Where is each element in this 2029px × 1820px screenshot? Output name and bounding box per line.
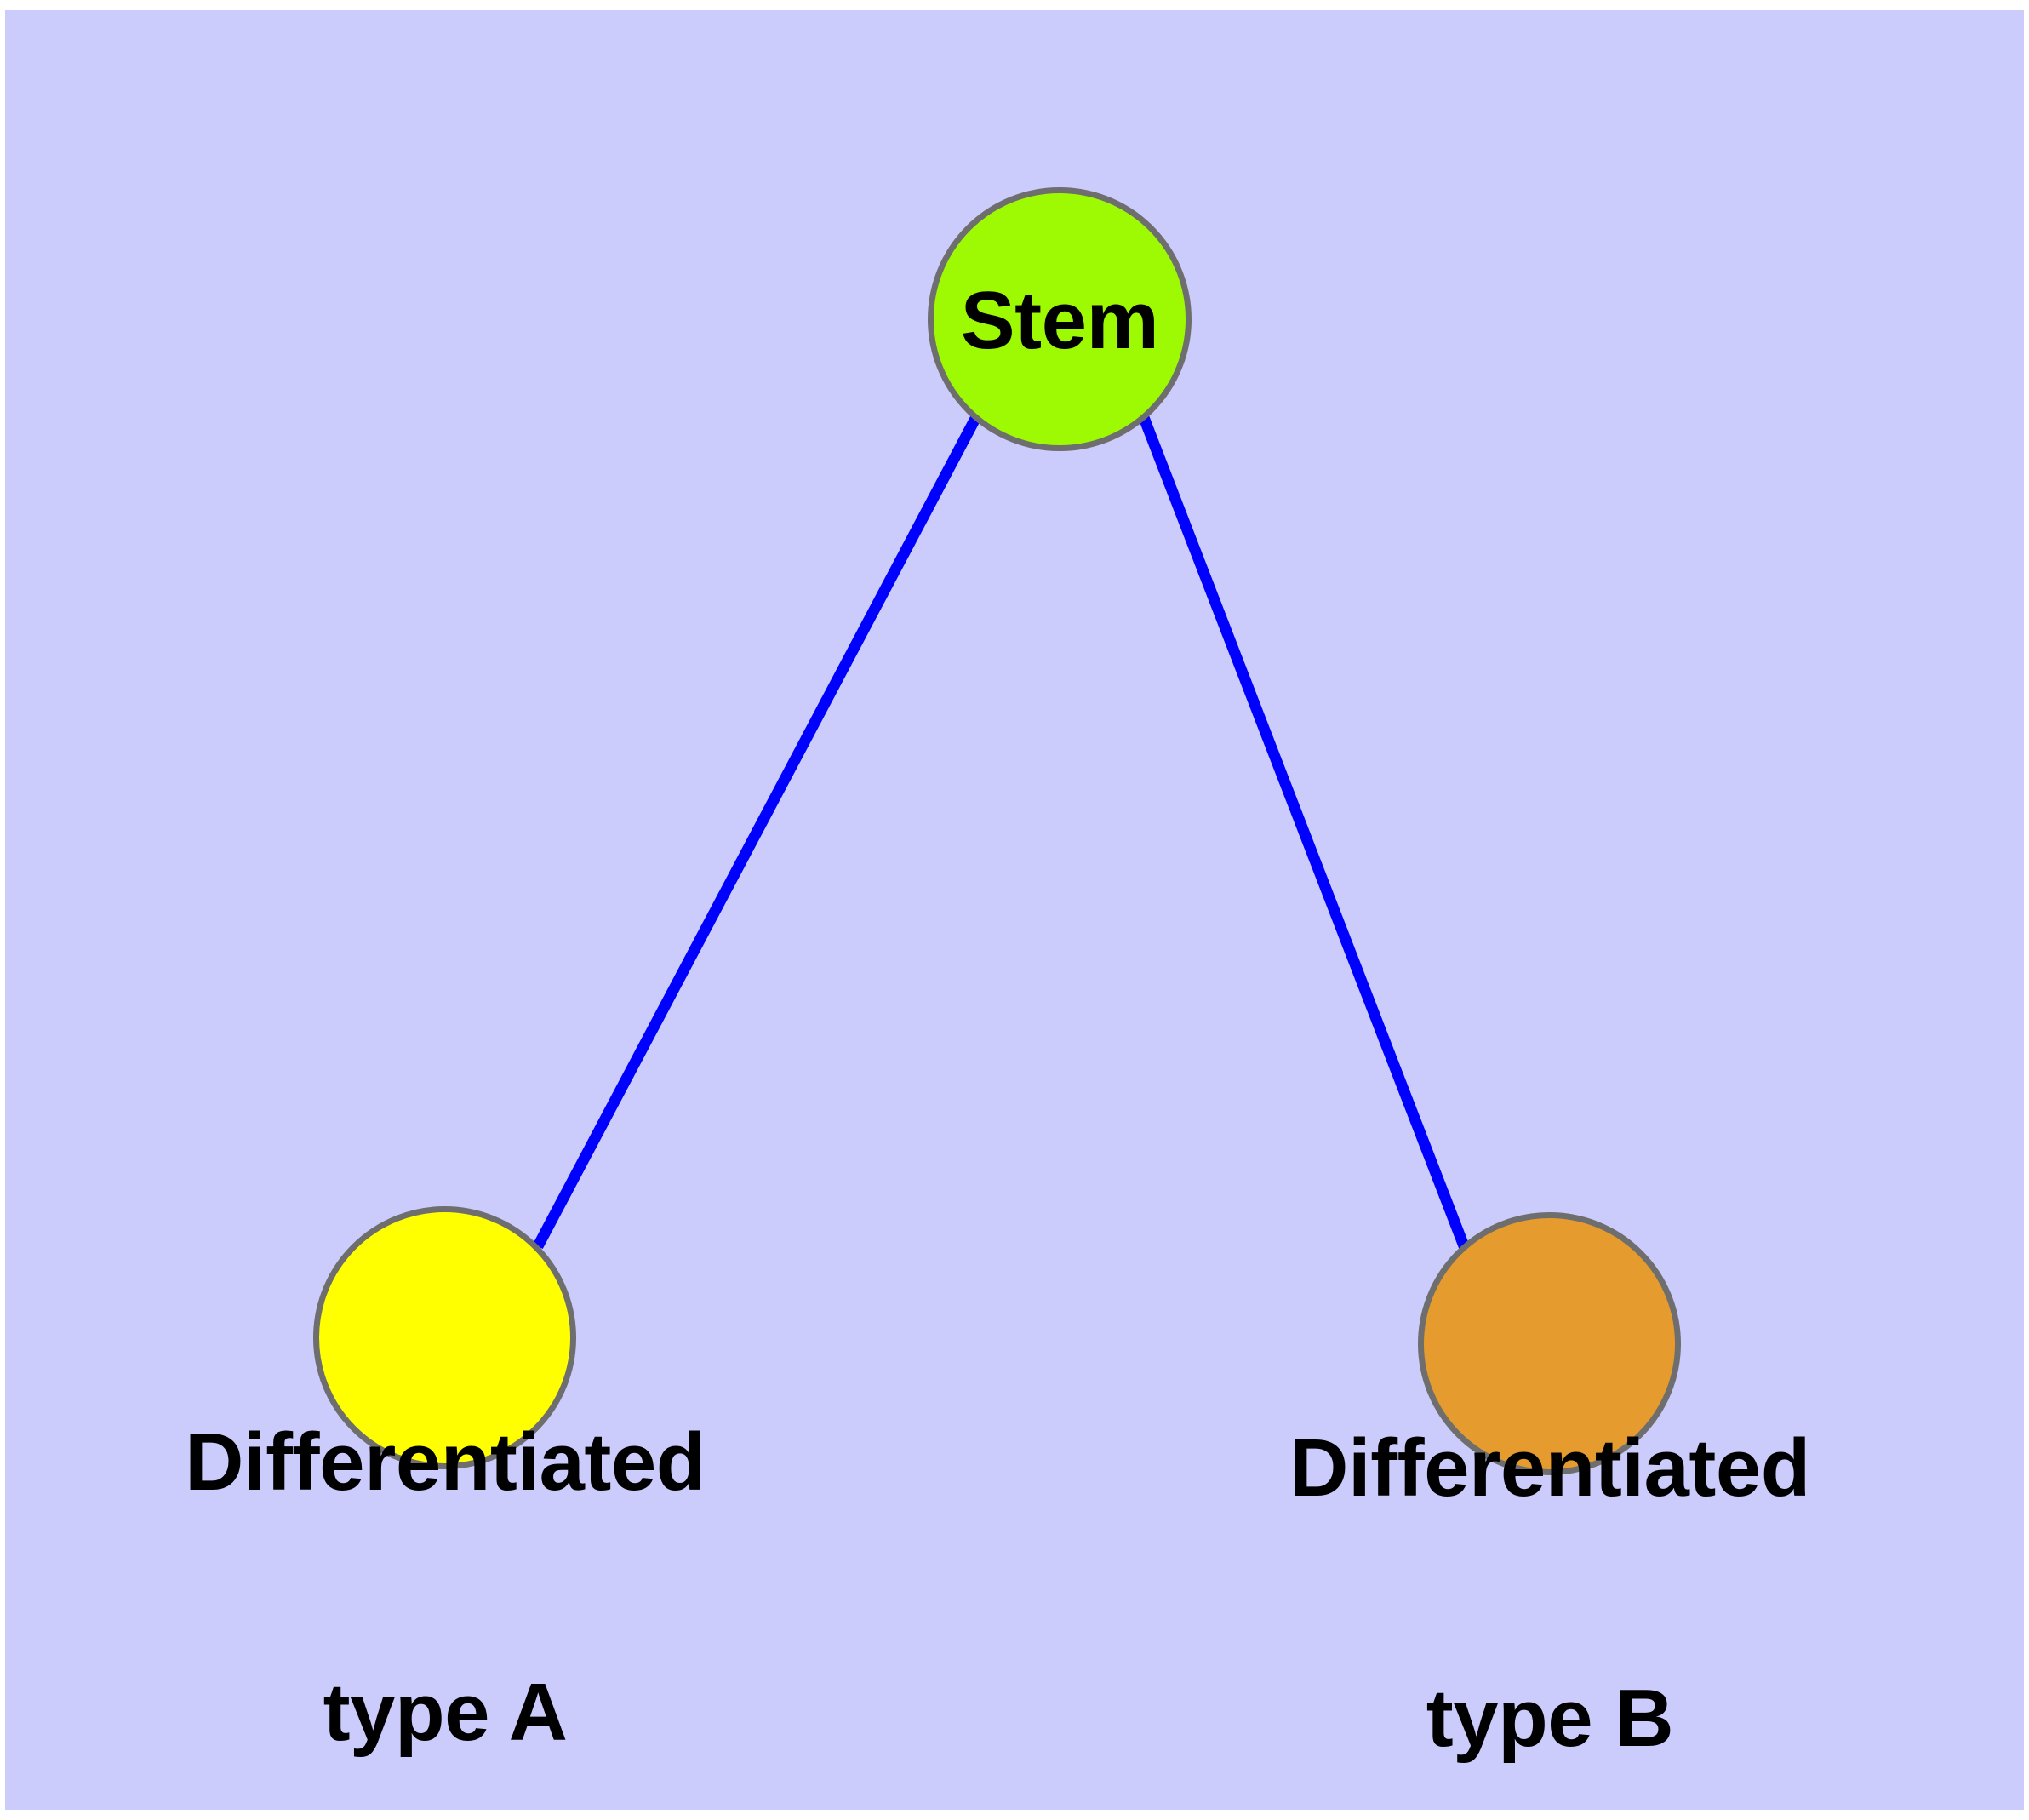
edge-stem-to-type-b — [1137, 413, 1473, 1257]
node-differentiated-type-b[interactable] — [1418, 1212, 1681, 1475]
edge-stem-to-type-a — [533, 410, 983, 1250]
node-differentiated-type-a[interactable] — [313, 1206, 576, 1469]
node-stem[interactable] — [928, 187, 1192, 451]
graph-plot-area: Stem Differentiated type A Differentiate… — [5, 10, 2024, 1810]
node-label-line-2: type B — [1426, 1672, 1674, 1764]
node-label-line-2: type A — [323, 1666, 568, 1758]
